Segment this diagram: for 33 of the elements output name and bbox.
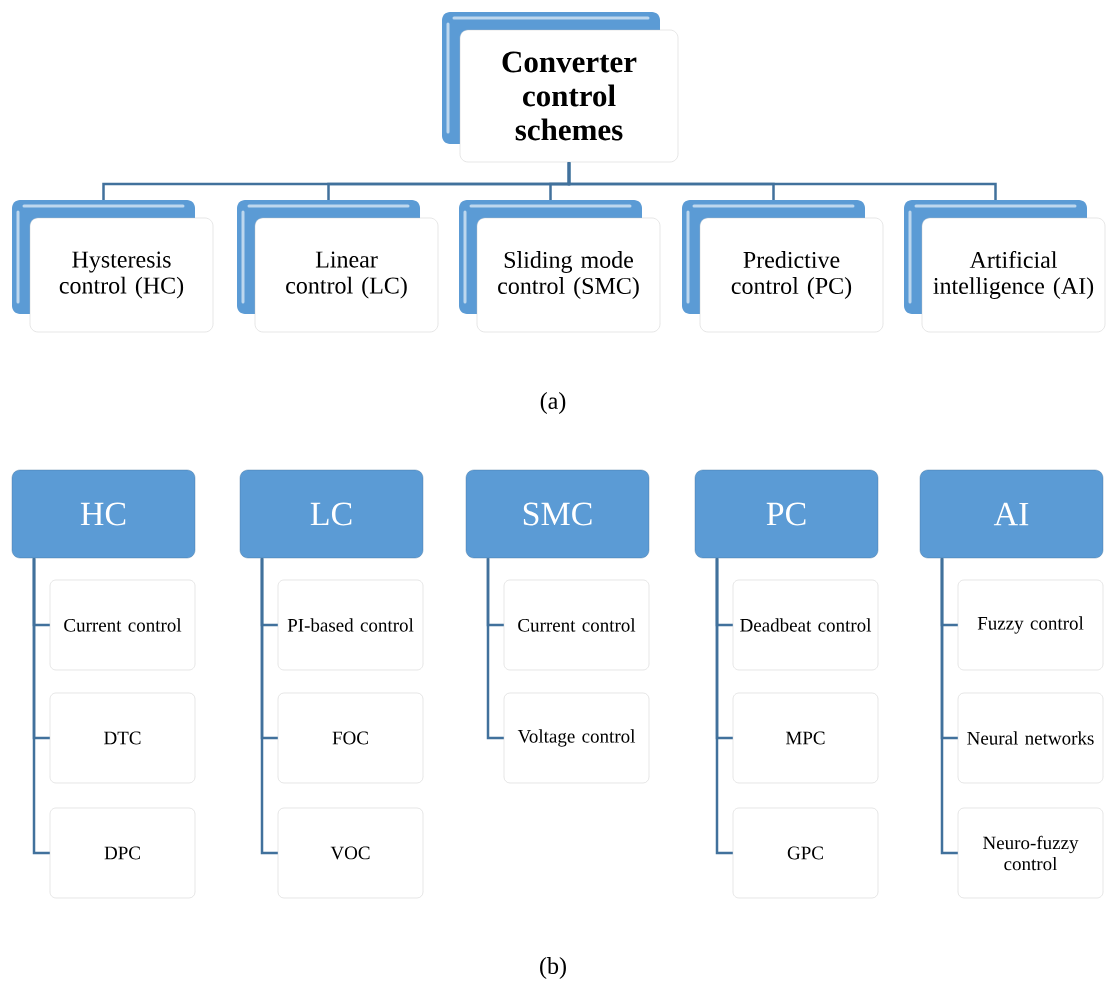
header-box: SMC	[465, 469, 650, 559]
process-box: Converter control schemes	[442, 12, 679, 163]
process-box: Artificial intelligence (AI)	[904, 200, 1106, 333]
process-box: Sliding mode control (SMC)	[459, 200, 661, 333]
panel-label: (b)	[540, 957, 566, 979]
item-box: DTC	[49, 692, 196, 784]
process-box: Linear control (LC)	[237, 200, 439, 333]
connector-line	[940, 558, 958, 855]
item-box: Fuzzy control	[957, 579, 1104, 671]
item-box: DPC	[49, 807, 196, 899]
header-box: AI	[919, 469, 1104, 559]
connector-line	[486, 558, 504, 740]
connector-line	[715, 558, 733, 855]
process-box: Hysteresis control (HC)	[12, 200, 214, 333]
process-box: Predictive control (PC)	[682, 200, 884, 333]
item-box: Neural networks	[957, 692, 1104, 784]
panel-label: (a)	[540, 392, 566, 414]
connector-line	[32, 558, 50, 855]
item-box: PI-based control	[277, 579, 424, 671]
item-box: Neuro-fuzzy control	[957, 807, 1104, 899]
item-box: Deadbeat control	[732, 579, 879, 671]
connector-line	[567, 162, 997, 200]
item-box: Current control	[49, 579, 196, 671]
item-box: VOC	[277, 807, 424, 899]
connector-line	[260, 558, 278, 855]
header-box: LC	[239, 469, 424, 559]
item-box: MPC	[732, 692, 879, 784]
item-box: Current control	[503, 579, 650, 671]
item-box: Voltage control	[503, 692, 650, 784]
item-box: FOC	[277, 692, 424, 784]
header-box: PC	[694, 469, 879, 559]
item-box: GPC	[732, 807, 879, 899]
header-box: HC	[11, 469, 196, 559]
